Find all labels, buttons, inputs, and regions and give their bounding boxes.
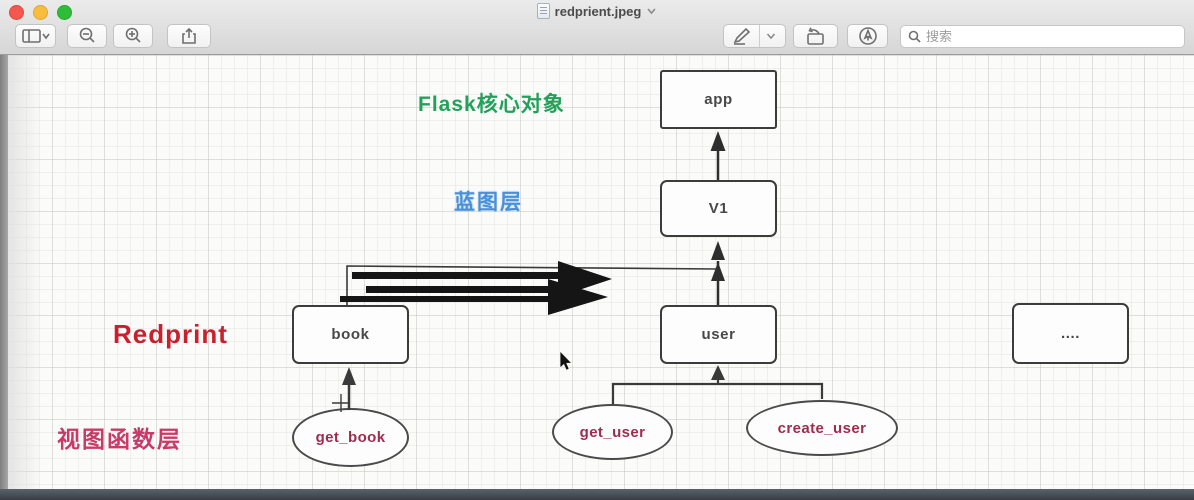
share-button[interactable] xyxy=(167,24,211,48)
arrow-bracket-to-user xyxy=(711,365,725,384)
zoom-out-icon xyxy=(79,27,95,43)
arrow-getbook-to-book xyxy=(342,367,356,410)
mouse-cursor xyxy=(559,350,573,371)
zoom-out-button[interactable] xyxy=(67,24,107,48)
close-button[interactable] xyxy=(9,5,24,20)
label-flask-core-objects: Flask核心对象 xyxy=(418,93,565,116)
node-app: app xyxy=(660,70,777,129)
node-more: .... xyxy=(1012,303,1129,364)
markup-pen-button[interactable] xyxy=(723,24,786,48)
search-field[interactable] xyxy=(900,25,1185,48)
search-input[interactable] xyxy=(926,29,1177,44)
node-v1: V1 xyxy=(660,180,777,237)
label-view-function-layer: 视图函数层 xyxy=(57,426,182,452)
arrow-user-to-v1 xyxy=(711,241,725,305)
annotation-big-arrows xyxy=(340,261,612,315)
line-book-to-v1 xyxy=(346,265,717,305)
node-book: book xyxy=(292,305,409,364)
node-get-book: get_book xyxy=(292,408,409,467)
title-chevron-down-icon[interactable] xyxy=(646,7,657,15)
minimize-button[interactable] xyxy=(33,5,48,20)
document-proxy-icon[interactable] xyxy=(536,3,550,19)
markup-pen-chevron-icon[interactable] xyxy=(766,32,776,40)
node-get-user: get_user xyxy=(552,404,673,460)
split-divider xyxy=(759,25,760,47)
paper-left-shading xyxy=(8,55,42,500)
share-icon xyxy=(182,27,196,44)
rotate-left-icon xyxy=(806,26,824,45)
label-redprint: Redprint xyxy=(113,319,228,349)
search-icon xyxy=(908,30,921,43)
label-blueprint-layer: 蓝图层 xyxy=(454,191,523,214)
zoom-in-icon xyxy=(125,27,141,43)
markup-circle-icon xyxy=(858,27,877,45)
node-create-user: create_user xyxy=(746,400,898,456)
markup-pen-icon xyxy=(733,27,751,45)
photo-bottom-edge xyxy=(0,489,1194,500)
node-user: user xyxy=(660,305,777,364)
fullscreen-button[interactable] xyxy=(57,5,72,20)
sidebar-view-button[interactable] xyxy=(15,24,56,48)
toolbar xyxy=(0,22,1194,55)
arrow-v1-to-app xyxy=(710,131,726,180)
zoom-in-button[interactable] xyxy=(113,24,153,48)
crosshair-plus-mark xyxy=(332,394,350,412)
window-title: redprient.jpeg xyxy=(554,3,642,19)
rotate-left-button[interactable] xyxy=(793,24,838,48)
bracket-userfns xyxy=(611,382,824,404)
image-canvas: Flask核心对象 蓝图层 Redprint 视图函数层 app V1 book… xyxy=(0,55,1194,500)
sidebar-icon xyxy=(21,29,50,43)
traffic-lights xyxy=(9,5,72,20)
window-titlebar: redprient.jpeg xyxy=(0,0,1194,55)
diagram-connectors xyxy=(332,131,824,412)
photo-left-edge xyxy=(0,55,8,500)
markup-toolbar-button[interactable] xyxy=(847,24,888,48)
